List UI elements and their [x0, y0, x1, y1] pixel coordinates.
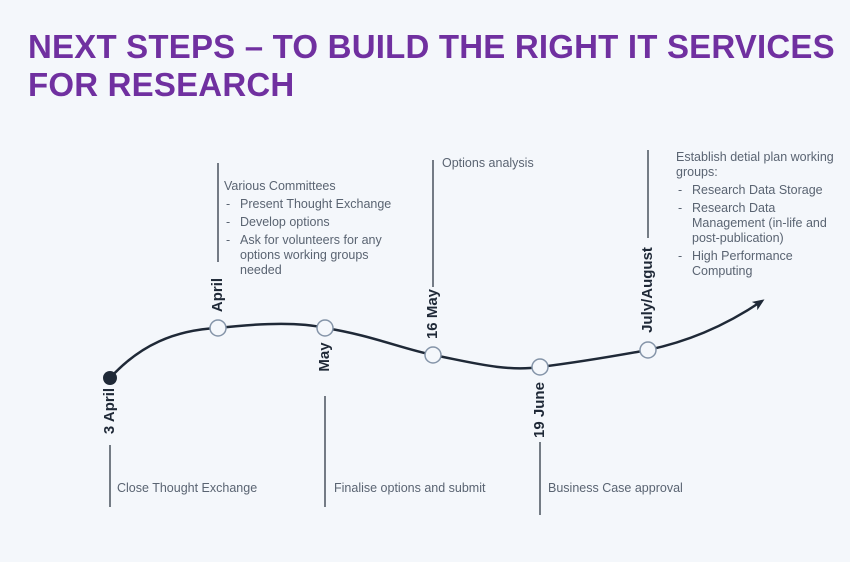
- slide-title-line-1: NEXT STEPS – TO BUILD THE RIGHT IT SERVI…: [28, 28, 835, 65]
- list-item: Develop options: [224, 215, 404, 230]
- list-item: Ask for volunteers for any options worki…: [224, 233, 404, 278]
- milestone-label-3-april: 3 April: [101, 387, 118, 435]
- list-item: Research Data Management (in-life and po…: [676, 201, 841, 246]
- note-july-august: Establish detial plan working groups: Re…: [676, 150, 841, 282]
- note-july-august-heading: Establish detial plan working groups:: [676, 150, 834, 179]
- note-july-august-list: Research Data Storage Research Data Mana…: [676, 183, 841, 279]
- note-april: Various Committees Present Thought Excha…: [224, 179, 404, 281]
- milestone-label-19-june: 19 June: [531, 382, 548, 438]
- note-may: Finalise options and submit: [334, 481, 486, 495]
- list-item: Present Thought Exchange: [224, 197, 404, 212]
- note-april-list: Present Thought Exchange Develop options…: [224, 197, 404, 278]
- note-19-june: Business Case approval: [548, 481, 683, 495]
- note-3-april: Close Thought Exchange: [117, 481, 258, 495]
- milestone-node-may: [316, 319, 334, 337]
- list-item: Research Data Storage: [676, 183, 841, 198]
- milestone-label-16-may: 16 May: [424, 288, 441, 340]
- milestone-node-19-june: [531, 358, 549, 376]
- slide-title: NEXT STEPS – TO BUILD THE RIGHT IT SERVI…: [28, 28, 838, 104]
- list-item: High Performance Computing: [676, 249, 841, 279]
- note-april-heading: Various Committees: [224, 179, 336, 193]
- milestone-node-april: [209, 319, 227, 337]
- milestone-node-16-may: [424, 346, 442, 364]
- milestone-label-may: May: [316, 342, 333, 372]
- milestone-node-july-august: [639, 341, 657, 359]
- note-16-may: Options analysis: [442, 156, 534, 170]
- milestone-label-july-august: July/August: [639, 247, 656, 333]
- milestone-node-3-april: [103, 371, 117, 385]
- slide-title-line-2: FOR RESEARCH: [28, 66, 295, 103]
